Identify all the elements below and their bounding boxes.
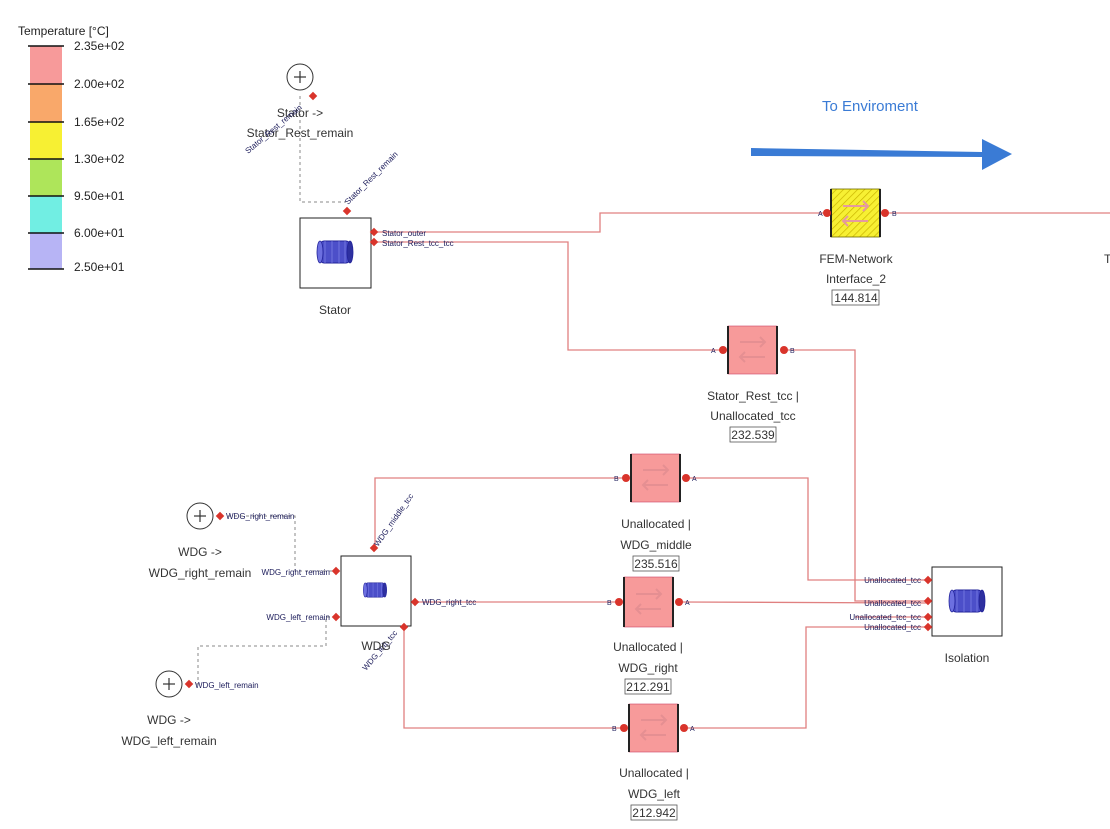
wdg-port-right-remain: WDG_right_remain [262,568,330,577]
stator-port-rest-tcc: Stator_Rest_tcc_tcc [382,239,454,248]
wdg-right-source-node[interactable]: WDG_right_remain WDG -> WDG_right_remain [149,502,295,580]
legend-title: Temperature [°C] [18,24,109,38]
stator-port-outer: Stator_outer [382,229,426,238]
isolation-port-1: Unallocated_tcc [864,576,921,585]
wdg-right-label-line2: WDG_right [618,661,678,675]
double-arrow-icon [639,714,668,741]
stator-rest-label-line1: Stator_Rest_tcc | [707,389,799,403]
wdg-right-value: 212.291 [626,680,670,694]
stator-rest-resistor-body [727,325,778,375]
direction-label: To Enviroment [822,98,919,115]
wdg-right-label-line1: Unallocated | [613,640,683,654]
double-arrow-icon [738,336,767,363]
isolation-label: Isolation [945,651,990,665]
wdg-middle-value: 235.516 [634,557,678,571]
stator-source-line2: Stator_Rest_remain [247,126,354,140]
wdg-middle-resistor[interactable]: B A Unallocated | WDG_middle 235.516 [614,453,697,572]
wdg-left-label-line2: WDG_left [628,787,681,801]
stator-rest-label-line2: Unallocated_tcc [710,409,795,423]
connection-wires [190,96,1110,729]
add-source-icon [286,63,314,91]
isolation-node[interactable]: Unallocated_tcc Unallocated_tcc Unalloca… [849,566,1003,665]
wdg-left-port-a: A [690,726,695,733]
legend-tick-6: 6.00e+01 [74,226,125,240]
stator-cylinder-icon [316,240,354,264]
stator-node[interactable]: Stator_Rest_remain Stator_outer Stator_R… [299,150,454,317]
add-source-icon [186,502,214,530]
isolation-cylinder-icon [948,589,986,613]
wdg-middle-label-line2: WDG_middle [620,538,692,552]
wdg-left-source-line2: WDG_left_remain [121,734,216,748]
wdg-left-source-line1: WDG -> [147,713,191,727]
wdg-right-source-line2: WDG_right_remain [149,566,252,580]
double-arrow-icon [634,588,663,615]
wdg-middle-port-b: B [614,476,619,483]
double-arrow-icon [641,464,670,491]
wdg-middle-port-a: A [692,476,697,483]
legend-tick-1: 2.35e+02 [74,39,125,53]
wdg-label: WDG [361,639,390,653]
legend-tick-4: 1.30e+02 [74,152,125,166]
wdg-right-resistor[interactable]: B A Unallocated | WDG_right 212.291 [607,576,690,695]
wdg-port-right-tcc: WDG_right_tcc [422,598,476,607]
stator-rest-port-b: B [790,348,795,355]
isolation-port-4: Unallocated_tcc [864,623,921,632]
wdg-left-label-line1: Unallocated | [619,766,689,780]
legend-band-3 [30,122,62,159]
fem-label-line1: FEM-Network [819,252,893,266]
wdg-middle-resistor-body [630,453,681,503]
legend-band-2 [30,84,62,122]
wdg-cylinder-icon [362,582,388,598]
wdg-port-left-remain: WDG_left_remain [266,613,330,622]
temperature-legend: Temperature [°C] 2.35e+02 2.00e+02 1.65e… [18,24,125,274]
fem-port-b: B [892,211,897,218]
wdg-left-value: 212.942 [632,806,676,820]
edge-label-fragment: T [1104,252,1110,266]
legend-tick-5: 9.50e+01 [74,189,125,203]
wdg-port-middle-tcc: WDG_middle_tcc [372,492,415,548]
wdg-right-source-line1: WDG -> [178,545,222,559]
legend-band-5 [30,196,62,233]
legend-band-6 [30,233,62,269]
add-source-icon [155,670,183,698]
legend-band-4 [30,159,62,196]
fem-network-resistor[interactable]: A B FEM-Network Interface_2 144.814 [818,188,897,306]
direction-arrow-icon [751,139,1012,170]
stator-rest-port-a: A [711,348,716,355]
wdg-left-source-port-label: WDG_left_remain [195,681,259,690]
stator-source-node[interactable]: Stator -> Stator_Rest_remain Stator_Rest… [244,63,354,156]
stator-label: Stator [319,303,351,317]
fem-port-a: A [818,211,823,218]
legend-tick-7: 2.50e+01 [74,260,125,274]
wdg-right-port-a: A [685,600,690,607]
wdg-left-resistor-body [628,703,679,753]
wdg-right-source-port-label: WDG_right_remain [226,512,294,521]
wdg-right-port-b: B [607,600,612,607]
wdg-left-port-b: B [612,726,617,733]
wdg-right-resistor-body [623,576,674,628]
wdg-left-source-node[interactable]: WDG_left_remain WDG -> WDG_left_remain [121,670,259,748]
isolation-port-3: Unallocated_tcc_tcc [849,613,921,622]
stator-source-line1: Stator -> [277,106,323,120]
stator-rest-resistor[interactable]: A B Stator_Rest_tcc | Unallocated_tcc 23… [707,325,799,443]
legend-tick-3: 1.65e+02 [74,115,125,129]
legend-band-1 [30,46,62,84]
legend-tick-2: 2.00e+02 [74,77,125,91]
wdg-middle-label-line1: Unallocated | [621,517,691,531]
wdg-left-resistor[interactable]: B A Unallocated | WDG_left 212.942 [612,703,695,821]
fem-label-line2: Interface_2 [826,272,886,286]
double-arrow-icon [841,200,870,227]
stator-port-rest-remain: Stator_Rest_remain [343,150,400,207]
fem-resistor-body [830,188,881,238]
isolation-port-2: Unallocated_tcc [864,599,921,608]
fem-value: 144.814 [834,291,878,305]
stator-rest-value: 232.539 [731,428,775,442]
